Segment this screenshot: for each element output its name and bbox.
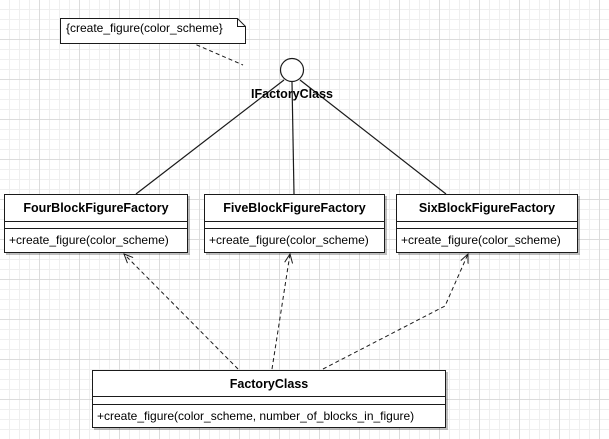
class-operation: +create_figure(color_scheme) xyxy=(209,233,369,247)
interface-name-label: IFactoryClass xyxy=(251,87,333,101)
class-six-block-figure-factory[interactable]: SixBlockFigureFactory +create_figure(col… xyxy=(396,194,578,253)
class-attributes xyxy=(93,397,445,405)
constraint-note: {create_figure(color_scheme} xyxy=(60,18,246,44)
class-four-block-figure-factory[interactable]: FourBlockFigureFactory +create_figure(co… xyxy=(4,194,188,253)
note-anchor-line xyxy=(189,41,244,66)
note-text: {create_figure(color_scheme} xyxy=(66,21,223,35)
dependency-arrow-four xyxy=(124,254,239,370)
interface-lollipop-circle xyxy=(279,57,305,83)
class-attributes xyxy=(205,222,384,229)
class-operation: +create_figure(color_scheme) xyxy=(9,233,169,247)
class-factory-class[interactable]: FactoryClass +create_figure(color_scheme… xyxy=(92,370,446,428)
class-five-block-figure-factory[interactable]: FiveBlockFigureFactory +create_figure(co… xyxy=(204,194,385,253)
class-operation: +create_figure(color_scheme, number_of_b… xyxy=(97,409,415,423)
class-operation: +create_figure(color_scheme) xyxy=(401,233,561,247)
dependency-arrow-six xyxy=(322,254,468,370)
class-attributes xyxy=(5,222,187,229)
class-name: FourBlockFigureFactory xyxy=(5,195,187,222)
dependency-arrow-five xyxy=(271,254,290,370)
class-name: FactoryClass xyxy=(93,371,445,397)
class-name: SixBlockFigureFactory xyxy=(397,195,577,222)
class-name: FiveBlockFigureFactory xyxy=(205,195,384,222)
note-shape xyxy=(60,18,246,44)
class-attributes xyxy=(397,222,577,229)
